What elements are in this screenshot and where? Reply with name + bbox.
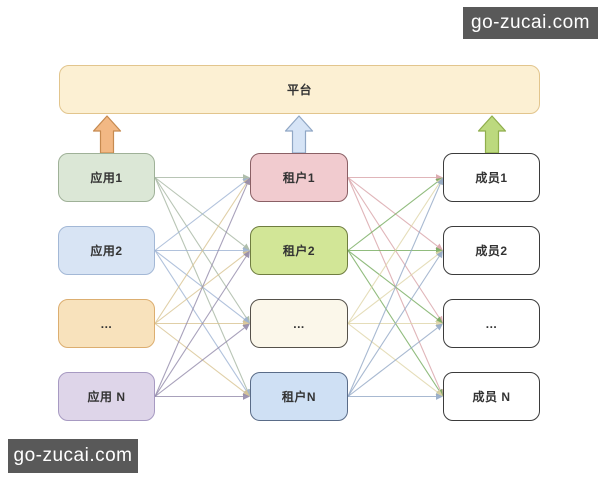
tenant-box-ellipsis: ... bbox=[250, 299, 348, 348]
connection-line bbox=[154, 323, 245, 393]
tenant-box-n: 租户N bbox=[250, 372, 348, 421]
app-box-1-label: 应用1 bbox=[90, 171, 123, 185]
connection-line bbox=[154, 250, 247, 391]
members-to-platform-arrow bbox=[477, 115, 507, 154]
member-box-2: 成员2 bbox=[443, 226, 540, 275]
member-box-ellipsis: ... bbox=[443, 299, 540, 348]
tenants-to-platform-arrow bbox=[284, 115, 314, 154]
tenant-box-1: 租户1 bbox=[250, 153, 348, 202]
arrowhead-icon bbox=[243, 393, 250, 400]
tenant-box-n-label: 租户N bbox=[281, 390, 317, 404]
arrowhead-icon bbox=[435, 323, 443, 331]
connection-line bbox=[154, 181, 245, 251]
connection-line bbox=[154, 183, 247, 324]
member-box-n: 成员 N bbox=[443, 372, 540, 421]
member-box-n-label: 成员 N bbox=[472, 390, 511, 404]
app-box-2-label: 应用2 bbox=[90, 244, 123, 258]
apps-to-platform-arrow bbox=[92, 115, 122, 154]
connection-line bbox=[154, 177, 248, 391]
connection-line bbox=[347, 250, 438, 320]
connection-line bbox=[347, 250, 440, 391]
arrowhead-icon bbox=[437, 177, 444, 186]
arrowhead-icon bbox=[244, 177, 251, 186]
arrowhead-icon bbox=[243, 250, 250, 259]
connection-line bbox=[154, 183, 248, 397]
arrowhead-icon bbox=[436, 250, 443, 259]
connection-line bbox=[347, 323, 438, 393]
connection-line bbox=[347, 256, 440, 397]
connection-line bbox=[347, 177, 441, 391]
connection-line bbox=[154, 327, 245, 397]
connection-line bbox=[347, 177, 438, 247]
member-box-2-label: 成员2 bbox=[475, 244, 508, 258]
tenant-box-ellipsis-label: ... bbox=[293, 316, 305, 331]
app-box-n-label: 应用 N bbox=[87, 390, 126, 404]
connection-line bbox=[347, 327, 438, 397]
arrowhead-icon bbox=[436, 393, 443, 400]
platform-label: 平台 bbox=[286, 83, 312, 97]
connection-line bbox=[154, 250, 245, 320]
connection-line bbox=[347, 254, 438, 324]
platform-box: 平台 bbox=[59, 65, 540, 114]
connection-line bbox=[347, 183, 441, 397]
tenant-box-2-label: 租户2 bbox=[282, 244, 316, 258]
member-box-1: 成员1 bbox=[443, 153, 540, 202]
connection-line bbox=[347, 183, 440, 324]
connection-line bbox=[154, 177, 245, 247]
connection-line bbox=[347, 177, 440, 318]
app-box-1: 应用1 bbox=[58, 153, 155, 202]
member-box-ellipsis-label: ... bbox=[485, 316, 498, 331]
connection-line bbox=[154, 256, 247, 397]
connection-line bbox=[154, 177, 247, 318]
connection-line bbox=[154, 254, 245, 324]
connection-line bbox=[347, 181, 438, 251]
app-box-ellipsis: ... bbox=[58, 299, 155, 348]
arrowhead-icon bbox=[242, 323, 250, 331]
app-box-2: 应用2 bbox=[58, 226, 155, 275]
app-box-ellipsis-label: ... bbox=[100, 316, 113, 331]
watermark-bottom-left-text: go-zucai.com bbox=[13, 445, 133, 466]
tenant-box-1-label: 租户1 bbox=[282, 171, 316, 185]
member-box-1-label: 成员1 bbox=[475, 171, 508, 185]
watermark-top-right: go-zucai.com bbox=[463, 7, 598, 39]
watermark-bottom-left: go-zucai.com bbox=[8, 439, 138, 473]
app-box-n: 应用 N bbox=[58, 372, 155, 421]
tenant-box-2: 租户2 bbox=[250, 226, 348, 275]
watermark-top-right-text: go-zucai.com bbox=[471, 12, 590, 33]
